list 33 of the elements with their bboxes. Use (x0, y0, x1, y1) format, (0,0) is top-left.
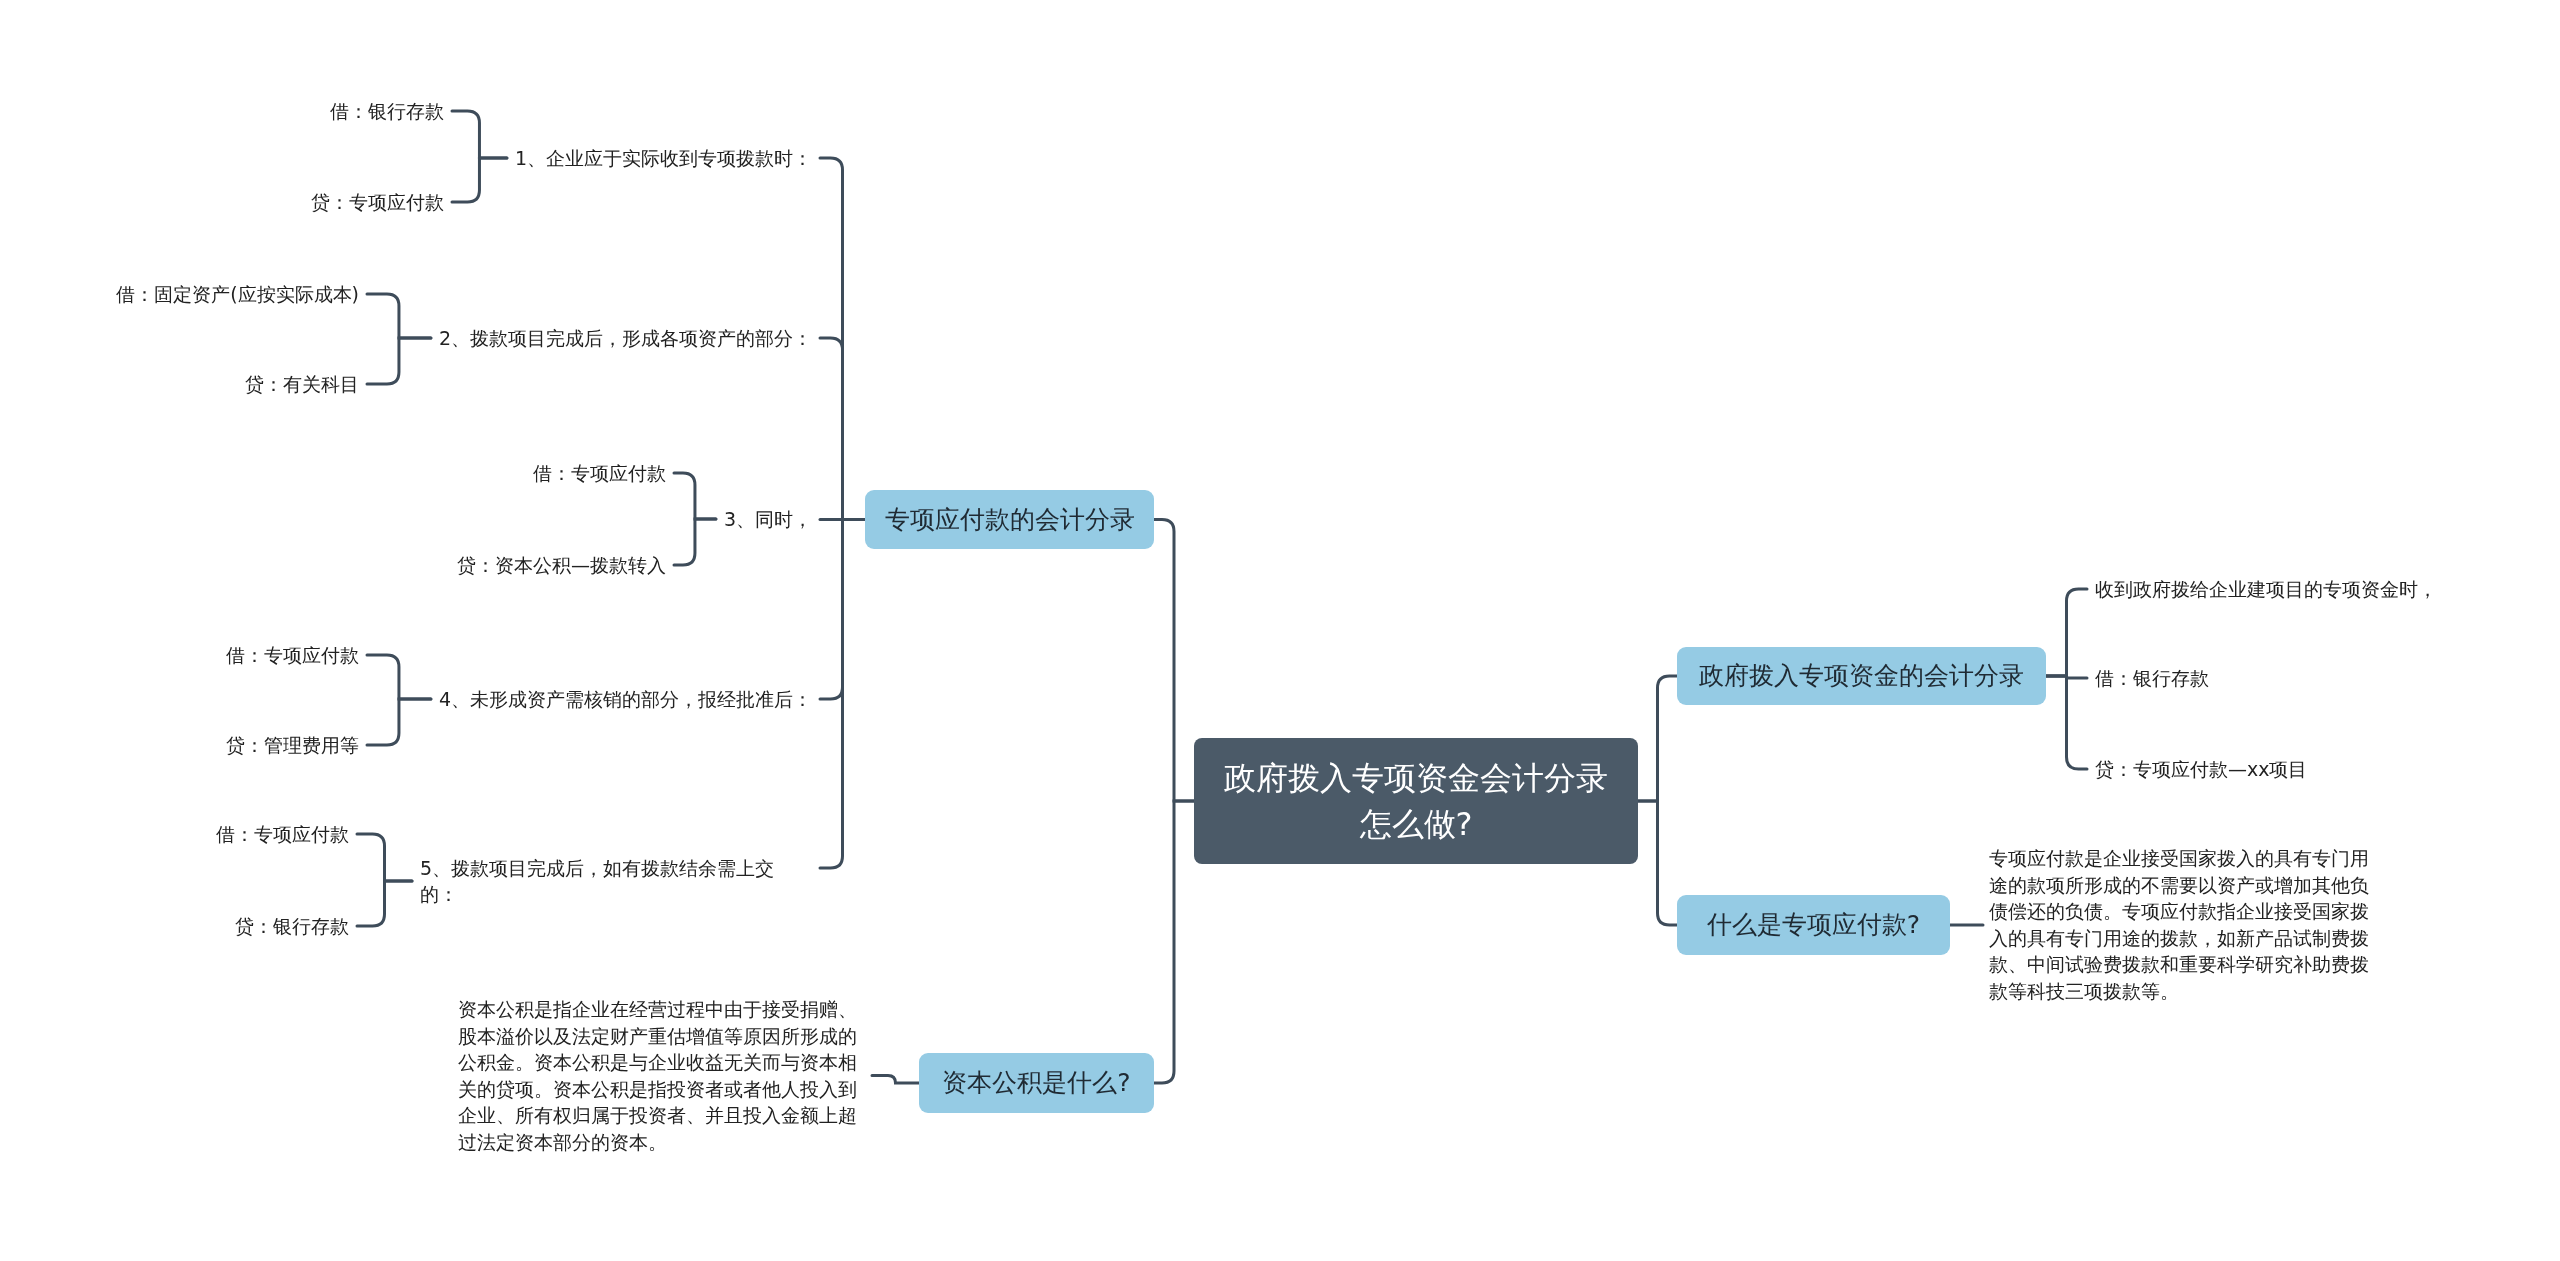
entry-text: 贷：管理费用等 (218, 732, 367, 758)
entry-text: 借：专项应付款 (218, 642, 367, 668)
entry-text: 借：银行存款 (322, 98, 452, 124)
connector-line (870, 1074, 921, 1085)
connector-line (672, 517, 718, 567)
connector-line (2044, 674, 2089, 771)
connector-line (1152, 799, 1196, 1085)
entry-text: 1、企业应于实际收到专项拨款时： (506, 145, 820, 171)
central-topic-box: 政府拨入专项资金会计分录怎么做? (1194, 738, 1638, 864)
entry-text: 3、同时， (715, 506, 820, 532)
entry-text: 借：银行存款 (2087, 665, 2217, 691)
entry-text: 贷：资本公积—拨款转入 (449, 552, 674, 578)
connector-line (1636, 799, 1679, 927)
entry-text: 2、拨款项目完成后，形成各项资产的部分： (430, 325, 820, 351)
entry-text: 借：专项应付款 (525, 460, 674, 486)
topic-box: 政府拨入专项资金的会计分录 (1677, 647, 2046, 705)
entry-text: 借：固定资产(应按实际成本) (108, 281, 367, 307)
note-paragraph: 专项应付款是企业接受国家拨入的具有专门用途的款项所形成的不需要以资产或增加其他负债偿还的负债。专项应付款指企业接受国家拨入的具有专门用途的拨款，如新产品试制费拨款、中间试验费拨款和重要科学研究补助费拨款等科技三项拨款等。 (1983, 845, 2383, 1004)
entry-text: 4、未形成资产需核销的部分，报经批准后： (430, 686, 820, 712)
entry-text: 贷：银行存款 (227, 913, 357, 939)
note-paragraph: 资本公积是指企业在经营过程中由于接受捐赠、股本溢价以及法定财产重估增值等原因所形成的公积金。资本公积是与企业收益无关而与资本相关的贷项。资本公积是指投资者或者他人投入到企业、所有权归属于投资者、并且投入金额上超过法定资本部分的资本。 (452, 996, 872, 1155)
connector-line (355, 879, 414, 928)
topic-box: 什么是专项应付款? (1677, 895, 1950, 955)
connector-line (1948, 923, 1985, 927)
entry-text: 借：专项应付款 (208, 821, 357, 847)
topic-box: 专项应付款的会计分录 (865, 490, 1154, 549)
entry-text: 贷：专项应付款—xx项目 (2087, 756, 2316, 782)
entry-text: 贷：专项应付款 (303, 189, 452, 215)
topic-box: 资本公积是什么? (919, 1053, 1154, 1113)
entry-text: 5、拨款项目完成后，如有拨款结余需上交的： (412, 855, 820, 907)
entry-text: 贷：有关科目 (237, 371, 367, 397)
entry-text: 收到政府拨给企业建项目的专项资金时， (2087, 576, 2445, 602)
connector-line (450, 156, 509, 204)
